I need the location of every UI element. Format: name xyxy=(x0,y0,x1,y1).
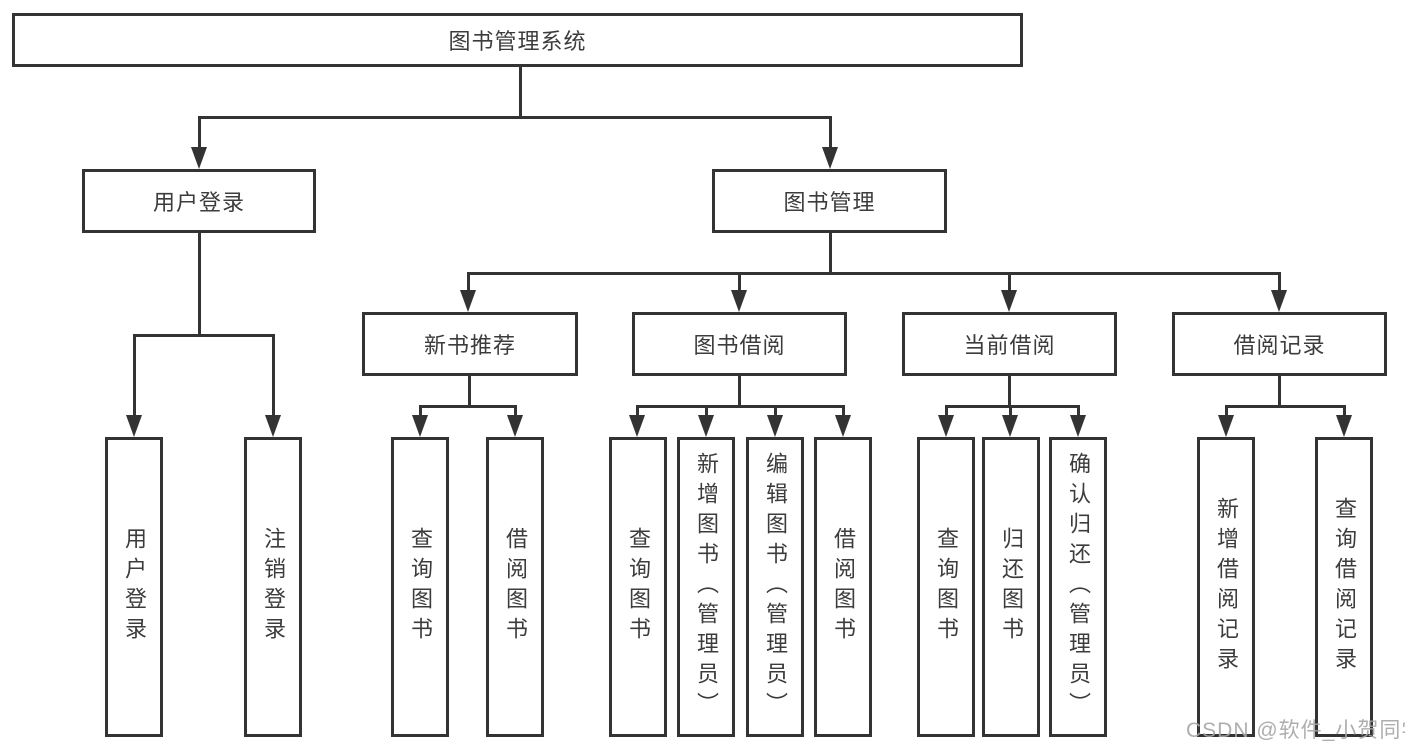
leaf-query-borrow-record: 查询借阅记录 xyxy=(1315,437,1373,737)
arrowhead-icon xyxy=(265,415,281,437)
connector-drop-leaf xyxy=(945,408,948,418)
leaf-borrow-books: 借阅图书 xyxy=(814,437,872,737)
node-new-book-recommend: 新书推荐 xyxy=(362,312,578,376)
leaf-confirm-return-admin: 确认归还（管理员） xyxy=(1049,437,1107,737)
connector-drop-leaf xyxy=(842,408,845,418)
connector-drop-leaf xyxy=(1009,408,1012,418)
leaf-logout: 注销登录 xyxy=(244,437,302,737)
arrowhead-icon xyxy=(1271,290,1287,312)
connector-drop-current-borrow xyxy=(1008,275,1011,293)
arrowhead-icon xyxy=(767,415,783,437)
leaf-add-book-admin: 新增图书（管理员） xyxy=(677,437,735,737)
leaf-query-books: 查询图书 xyxy=(391,437,449,737)
leaf-edit-book-admin: 编辑图书（管理员） xyxy=(746,437,804,737)
connector-drop-borrow-records xyxy=(1278,275,1281,293)
arrowhead-icon xyxy=(460,290,476,312)
connector-drop-leaf xyxy=(705,408,708,418)
connector-drop-leaf xyxy=(419,408,422,418)
connector-branch xyxy=(636,405,845,408)
connector-branch xyxy=(1225,405,1346,408)
leaf-return-books: 归还图书 xyxy=(982,437,1040,737)
connector-drop-leaf xyxy=(1225,408,1228,418)
arrowhead-icon xyxy=(629,415,645,437)
connector-root-stem xyxy=(519,67,522,119)
connector-branch xyxy=(945,405,1080,408)
connector-user-login-stem xyxy=(198,233,201,337)
connector-stem xyxy=(738,376,741,408)
node-user-login: 用户登录 xyxy=(82,169,316,233)
arrowhead-icon xyxy=(938,415,954,437)
arrowhead-icon xyxy=(412,415,428,437)
connector-stem xyxy=(468,376,471,408)
leaf-query-books: 查询图书 xyxy=(609,437,667,737)
connector-root-branch xyxy=(198,116,832,119)
arrowhead-icon xyxy=(731,290,747,312)
leaf-borrow-books: 借阅图书 xyxy=(486,437,544,737)
arrowhead-icon xyxy=(1001,290,1017,312)
connector-drop-leaf xyxy=(272,337,275,417)
arrowhead-icon xyxy=(1336,415,1352,437)
arrowhead-icon xyxy=(1070,415,1086,437)
node-library-management-system: 图书管理系统 xyxy=(12,13,1023,67)
connector-stem xyxy=(1008,376,1011,408)
arrowhead-icon xyxy=(1002,415,1018,437)
csdn-watermark: CSDN @软件_小贺同学 xyxy=(1186,719,1405,742)
arrowhead-icon xyxy=(1218,415,1234,437)
connector-drop-leaf xyxy=(774,408,777,418)
connector-drop-book-mgmt xyxy=(829,119,832,149)
connector-branch xyxy=(419,405,517,408)
leaf-user-login: 用户登录 xyxy=(105,437,163,737)
connector-drop-book-borrow xyxy=(738,275,741,293)
node-book-management: 图书管理 xyxy=(712,169,947,233)
leaf-add-borrow-record: 新增借阅记录 xyxy=(1197,437,1255,737)
arrowhead-icon xyxy=(507,415,523,437)
connector-drop-new-book xyxy=(467,275,470,293)
node-book-borrowing: 图书借阅 xyxy=(632,312,847,376)
connector-drop-leaf xyxy=(636,408,639,418)
connector-drop-leaf xyxy=(1077,408,1080,418)
connector-user-login-branch xyxy=(133,334,275,337)
connector-drop-leaf xyxy=(1343,408,1346,418)
connector-drop-leaf xyxy=(133,337,136,417)
connector-book-mgmt-stem xyxy=(829,233,832,275)
connector-stem xyxy=(1278,376,1281,408)
node-borrow-records: 借阅记录 xyxy=(1172,312,1387,376)
connector-drop-leaf xyxy=(514,408,517,418)
leaf-query-books: 查询图书 xyxy=(917,437,975,737)
connector-drop-user-login xyxy=(198,119,201,149)
connector-book-mgmt-branch xyxy=(467,272,1281,275)
node-current-borrowing: 当前借阅 xyxy=(902,312,1117,376)
arrowhead-icon xyxy=(191,147,207,169)
arrowhead-icon xyxy=(822,147,838,169)
arrowhead-icon xyxy=(126,415,142,437)
arrowhead-icon xyxy=(835,415,851,437)
arrowhead-icon xyxy=(698,415,714,437)
